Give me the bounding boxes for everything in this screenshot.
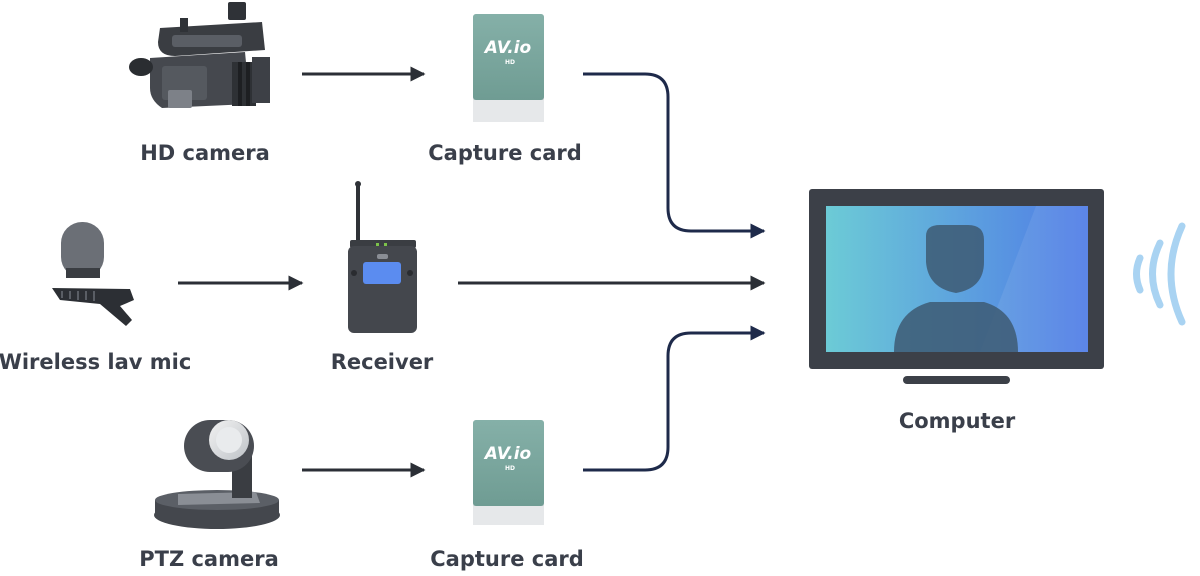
- capture-card-top-label: Capture card: [428, 141, 582, 165]
- capture-card-brand: AV.io: [483, 38, 532, 58]
- hd-camera-label: HD camera: [140, 141, 270, 165]
- receiver-label: Receiver: [330, 350, 434, 374]
- video-camera-icon: [129, 2, 270, 108]
- edges: [178, 66, 766, 478]
- capture-card-icon: AV.io HD: [473, 420, 544, 525]
- edge-capture-card-bottom-to-computer: [583, 325, 766, 472]
- wireless-signal-icon: [1133, 222, 1186, 326]
- wireless-lav-mic-label: Wireless lav mic: [0, 350, 192, 374]
- wireless-receiver-icon: [348, 181, 417, 333]
- ptz-camera-icon: [154, 420, 280, 529]
- capture-card-bottom-label: Capture card: [430, 547, 584, 571]
- capture-card-icon: AV.io HD: [473, 14, 544, 122]
- edge-capture-card-top-to-computer: [583, 72, 766, 239]
- computer-label: Computer: [898, 409, 1016, 433]
- computer-monitor-icon: [809, 189, 1104, 384]
- lavalier-microphone-icon: [52, 222, 134, 326]
- ptz-camera-label: PTZ camera: [139, 547, 279, 571]
- user-silhouette-icon: [894, 225, 1018, 352]
- capture-card-brand: AV.io: [483, 444, 532, 464]
- capture-card-brand-sub: HD: [505, 465, 515, 472]
- capture-card-brand-sub: HD: [505, 59, 515, 66]
